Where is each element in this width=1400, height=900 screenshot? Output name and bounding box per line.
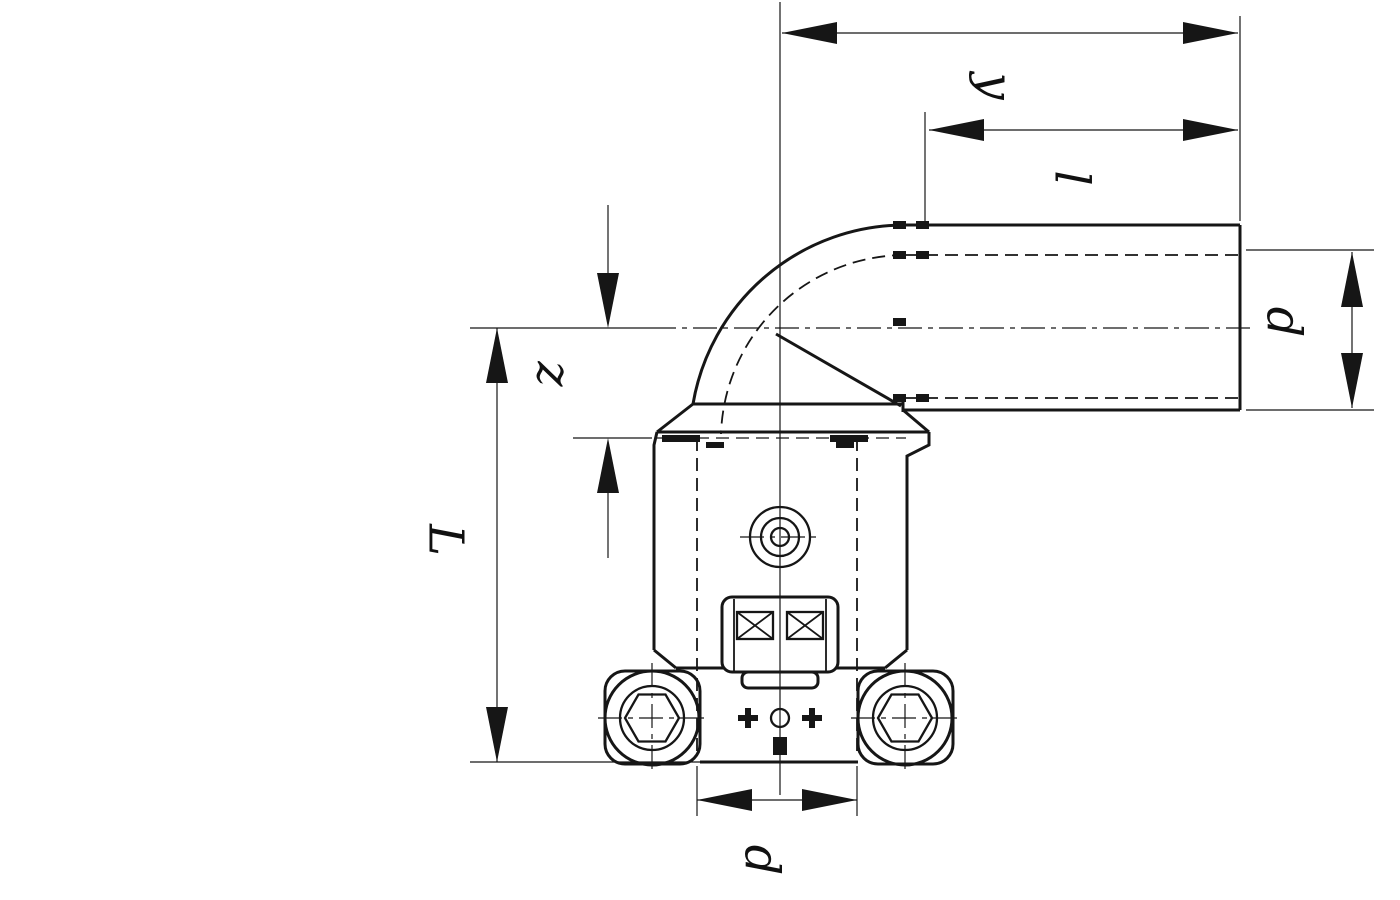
right-terminal-shroud — [851, 663, 960, 773]
arrow-up-icon — [486, 328, 508, 383]
arrow-up-icon — [1341, 252, 1363, 307]
arrow-left-icon — [697, 789, 752, 811]
dim-label-d-bottom: d — [734, 845, 790, 876]
dimension-center-offset: z — [526, 205, 619, 558]
terminal-block — [720, 595, 840, 690]
dim-label-l: l — [1044, 170, 1100, 185]
dimension-spigot-length: l — [929, 119, 1238, 186]
arrow-down-icon — [597, 273, 619, 328]
arrow-up-icon — [597, 438, 619, 493]
arrow-left-icon — [929, 119, 984, 141]
dimension-socket-diameter: d — [697, 789, 857, 875]
dim-label-L: L — [418, 523, 474, 556]
arrow-down-icon — [1341, 353, 1363, 408]
arrow-down-icon — [486, 707, 508, 762]
dim-label-z: z — [526, 360, 582, 387]
insertion-witness-marks — [893, 221, 929, 402]
arrow-right-icon — [1183, 119, 1238, 141]
arrow-left-icon — [782, 22, 837, 44]
hex-nut-icon — [876, 693, 934, 743]
dim-label-d-right: d — [1256, 307, 1312, 338]
elbow-fitting-outline — [652, 223, 1242, 764]
dimension-spigot-diameter: d — [1256, 252, 1363, 408]
center-marker — [738, 707, 822, 755]
dimension-overall-height: L — [418, 328, 508, 762]
arrow-right-icon — [1183, 22, 1238, 44]
extension-and-center-lines — [470, 2, 1374, 816]
dim-label-y: y — [968, 70, 1024, 100]
cold-zone-ticks — [662, 435, 868, 448]
dimension-top-width: y — [782, 22, 1238, 100]
left-terminal-shroud — [598, 663, 707, 773]
center-boss — [740, 505, 820, 569]
arrow-right-icon — [802, 789, 857, 811]
hex-nut-icon — [623, 693, 681, 743]
